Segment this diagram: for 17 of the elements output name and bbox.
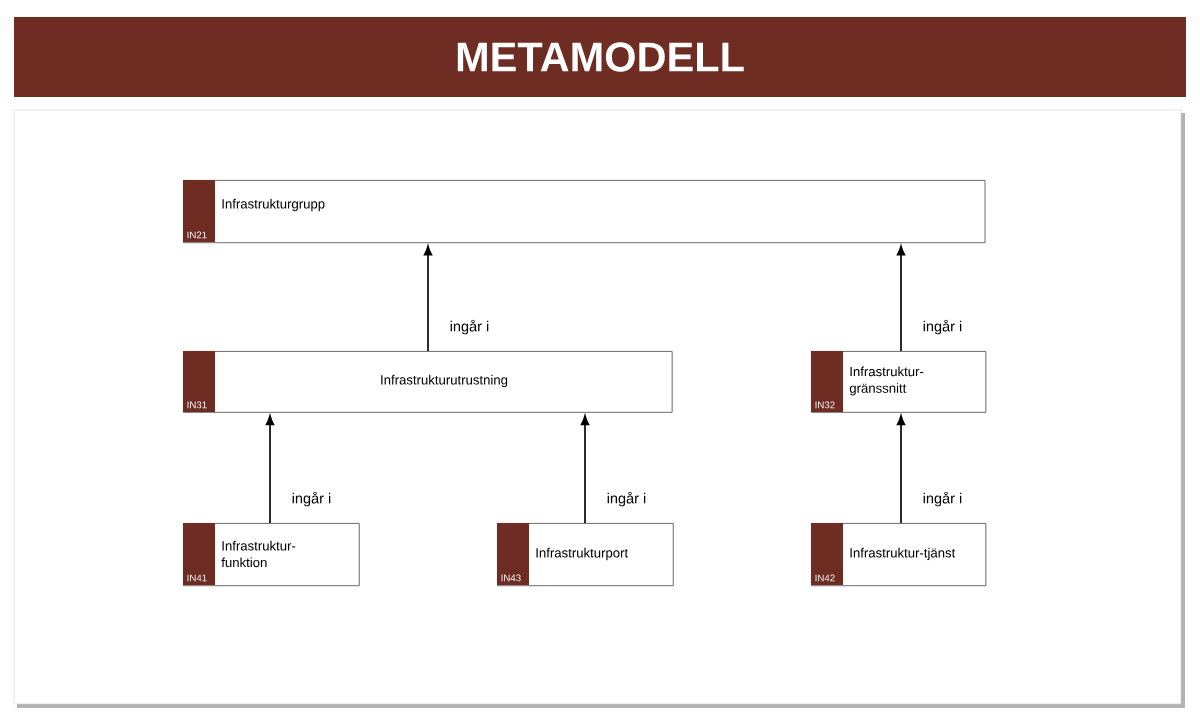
edge-label: ingår i xyxy=(290,490,333,508)
process-box: IN31 Infrastrukturutrustning xyxy=(183,351,673,413)
edge-label: ingår i xyxy=(921,490,964,508)
title-banner: METAMODELL xyxy=(14,17,1186,97)
arrow xyxy=(580,415,590,524)
edge-label: ingår i xyxy=(921,318,964,336)
arrow xyxy=(265,415,275,524)
edge-label: ingår i xyxy=(448,318,491,336)
edge-label: ingår i xyxy=(605,490,648,508)
process-box: IN32 Infrastruktur-gränssnitt xyxy=(811,351,987,413)
process-box: IN21 Infrastrukturgrupp xyxy=(183,180,986,244)
arrow xyxy=(896,415,906,524)
process-box: IN43 Infrastrukturport xyxy=(497,523,674,587)
process-box: IN41 Infrastruktur-funktion xyxy=(183,523,360,587)
arrow xyxy=(423,245,433,352)
process-box: IN42 Infrastruktur-tjänst xyxy=(811,523,987,587)
arrow xyxy=(896,245,906,352)
